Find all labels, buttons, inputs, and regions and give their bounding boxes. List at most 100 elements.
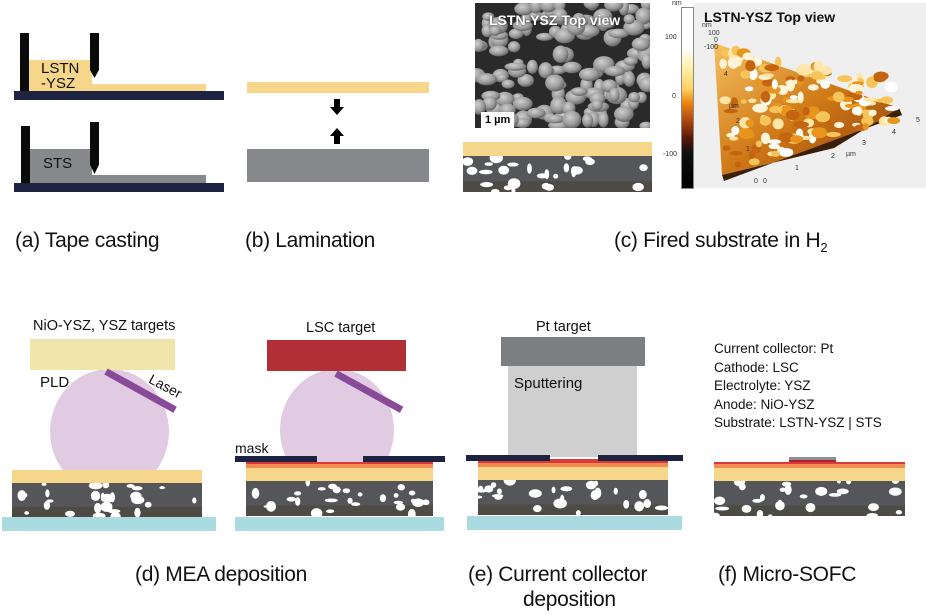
caption-e-line2: deposition: [523, 588, 616, 611]
afm-bump: [820, 65, 832, 76]
pore: [507, 178, 521, 189]
caption-c-text: (c) Fired substrate in H: [614, 229, 821, 252]
afm-bump: [887, 117, 901, 124]
pore: [632, 182, 644, 192]
pore: [527, 163, 532, 174]
pore: [784, 484, 792, 495]
heater-stage-e: [467, 516, 682, 530]
substrate-lstn-ysz-d2: [246, 468, 433, 481]
afm-bump: [785, 98, 801, 104]
pore: [805, 502, 816, 513]
pore: [491, 494, 504, 498]
pore: [741, 504, 752, 513]
sem-grain: [593, 8, 613, 25]
afm-bump: [746, 133, 755, 139]
pore: [560, 494, 565, 504]
sem-grain: [546, 114, 565, 124]
afm-x-tick-5: 5: [916, 117, 920, 124]
afm-bump: [810, 70, 823, 80]
pore: [575, 510, 581, 515]
pt-collector-top: [789, 457, 836, 460]
pore: [828, 492, 842, 497]
afm-x-unit: µm: [846, 151, 856, 158]
afm-bump: [764, 64, 780, 72]
layer-list: Current collector: Pt Cathode: LSC Elect…: [714, 340, 882, 433]
afm-bump: [740, 99, 747, 104]
pore: [295, 497, 301, 506]
sts-label: STS: [43, 155, 73, 172]
sem-grain: [613, 106, 634, 122]
caption-e-line1: (e) Current collector: [468, 563, 648, 586]
afm-bump: [745, 60, 756, 72]
pore: [342, 488, 351, 494]
pore: [563, 163, 570, 173]
sem-grain: [635, 7, 650, 25]
pore: [564, 156, 572, 160]
pore: [888, 487, 902, 496]
afm-y-tick-1: 1: [746, 146, 750, 153]
pore: [503, 480, 516, 486]
pt-collector-f: [789, 460, 836, 462]
sem-grain: [551, 8, 568, 24]
sem-grain: [639, 121, 650, 128]
pore: [393, 493, 399, 498]
pore: [752, 498, 763, 503]
heater-stage-d2: [235, 517, 444, 531]
pore: [484, 162, 493, 166]
sem-grain: [508, 28, 524, 40]
afm-bump: [793, 121, 809, 128]
sem-grain: [628, 91, 640, 103]
sts-slurry-reservoir: [28, 149, 92, 183]
pore: [347, 497, 353, 504]
sem-grain: [607, 28, 630, 39]
sem-grain: [504, 62, 527, 71]
pore: [100, 501, 113, 513]
afm-bump: [884, 81, 898, 93]
caption-f: (f) Micro-SOFC: [718, 563, 857, 586]
afm-bump: [807, 84, 819, 91]
afm-bump: [785, 109, 800, 121]
sem-grain: [583, 3, 600, 10]
pore: [422, 499, 430, 506]
cathode-layer-e: [478, 461, 668, 463]
arrow-up-icon: [330, 128, 344, 144]
pore: [325, 509, 335, 514]
pore: [94, 502, 102, 514]
pore: [144, 501, 152, 508]
pore: [553, 502, 566, 507]
afm-title: LSTN-YSZ Top view: [704, 9, 836, 25]
sts-shading: [246, 505, 433, 516]
pore: [379, 494, 387, 503]
sts-shading: [463, 181, 652, 192]
pore: [412, 498, 425, 508]
sputtering-label: Sputtering: [514, 375, 583, 392]
afm-bump: [785, 76, 796, 81]
caption-d: (d) MEA deposition: [135, 563, 308, 586]
pore: [544, 184, 555, 191]
sem-grain: [641, 52, 650, 70]
heater-stage-d1: [2, 517, 216, 531]
sem-grain: [512, 96, 533, 111]
afm-colorbar: [681, 7, 694, 189]
sem-grain: [552, 45, 569, 63]
afm-z-unit: nm: [702, 22, 712, 29]
afm-bump: [771, 79, 778, 90]
pore: [585, 158, 595, 166]
pore: [408, 490, 416, 496]
pore: [759, 494, 765, 502]
pore: [192, 497, 197, 504]
pore: [286, 496, 297, 502]
sem-grain: [475, 38, 485, 53]
carrier-film-top: [14, 91, 224, 100]
afm-bump: [855, 90, 863, 95]
lsc-target-label: LSC target: [306, 320, 376, 336]
sputter-chamber: [508, 365, 637, 457]
afm-bump: [778, 148, 794, 157]
pore: [305, 481, 311, 487]
afm-bump: [769, 105, 783, 114]
pore: [102, 483, 110, 489]
sem-grain: [604, 65, 626, 77]
afm-bump: [796, 64, 812, 76]
sem-title: LSTN-YSZ Top view: [489, 12, 621, 28]
pt-target-label: Pt target: [536, 319, 591, 335]
